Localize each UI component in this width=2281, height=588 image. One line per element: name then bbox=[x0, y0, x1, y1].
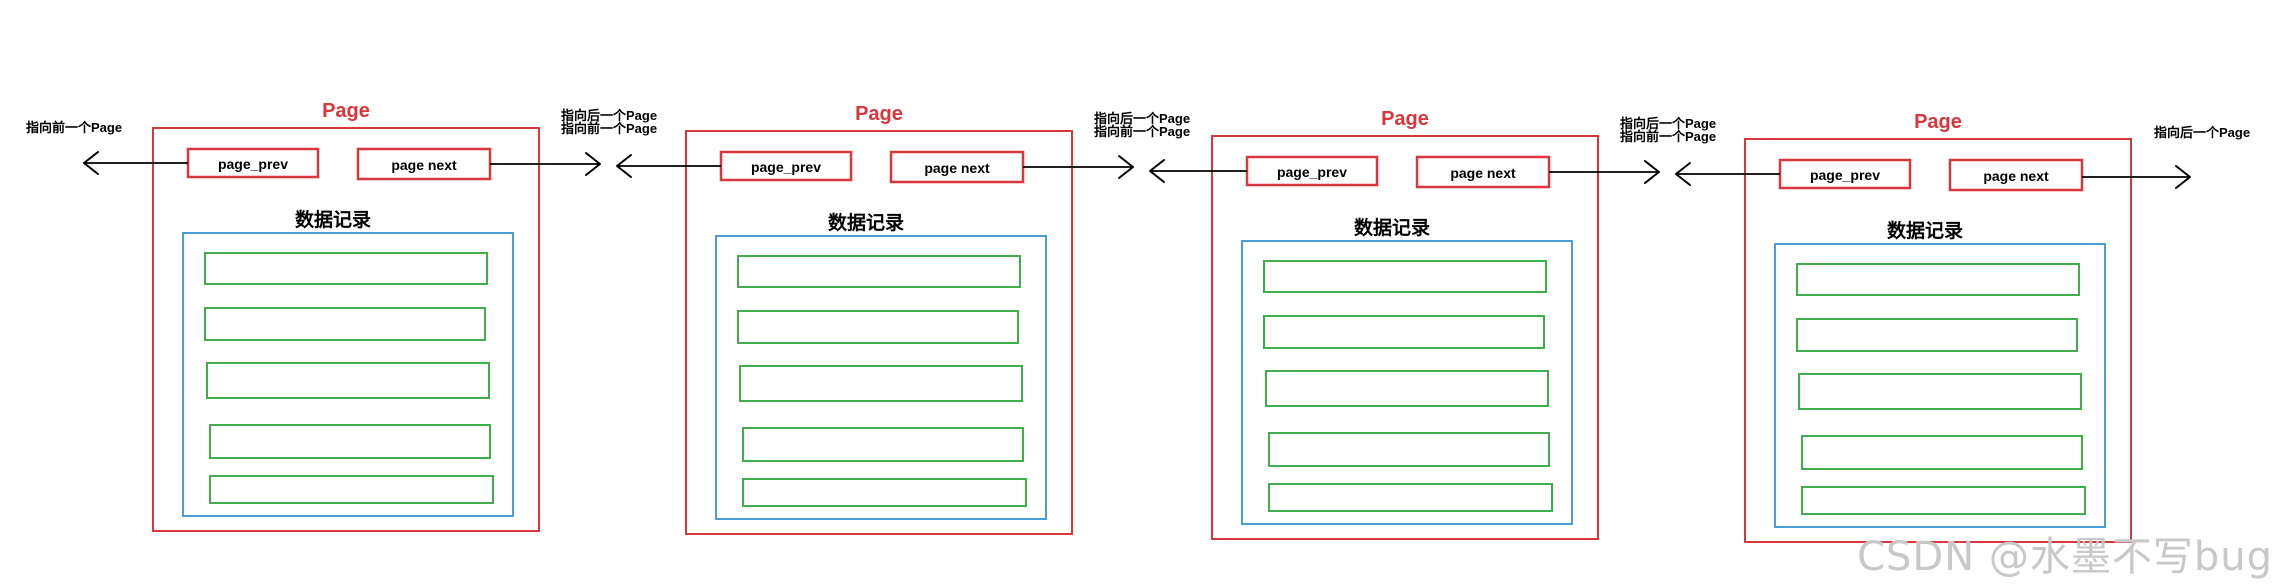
page-box bbox=[685, 130, 1073, 535]
arrow-left-head bbox=[1675, 162, 1691, 186]
arrow-left-head bbox=[83, 151, 99, 175]
page-next-label: page next bbox=[924, 160, 990, 176]
between-lower-label: 指向前一个Page bbox=[561, 121, 657, 136]
records-container bbox=[182, 232, 514, 517]
data-record-row bbox=[742, 478, 1027, 507]
page-box bbox=[152, 127, 540, 532]
data-record-row bbox=[1796, 318, 2078, 352]
data-record-row bbox=[1268, 483, 1553, 512]
arrow-left-head bbox=[1149, 159, 1165, 183]
data-record-row bbox=[1796, 263, 2080, 296]
page-next-label: page next bbox=[391, 157, 457, 173]
page-next-label: page next bbox=[1983, 168, 2049, 184]
arrow-right-head bbox=[1644, 160, 1660, 184]
page-prev-box bbox=[719, 150, 853, 182]
between-lower-label: 指向前一个Page bbox=[1620, 129, 1716, 144]
page-prev-label: page_prev bbox=[1810, 167, 1880, 183]
data-record-row bbox=[739, 365, 1023, 402]
page-title: Page bbox=[1381, 108, 1429, 130]
data-record-row bbox=[1265, 370, 1549, 407]
page-next-label: page next bbox=[1450, 165, 1516, 181]
data-record-row bbox=[209, 424, 491, 459]
data-record-row bbox=[204, 252, 488, 285]
page-prev-box bbox=[1778, 158, 1912, 190]
data-record-row bbox=[204, 307, 486, 341]
page-box bbox=[1744, 138, 2132, 543]
page-title: Page bbox=[855, 103, 903, 125]
data-record-row bbox=[1268, 432, 1550, 467]
left-edge-label: 指向前一个Page bbox=[26, 120, 122, 135]
arrow-right-head bbox=[585, 152, 601, 176]
data-record-row bbox=[1263, 260, 1547, 293]
data-record-row bbox=[206, 362, 490, 399]
page-box bbox=[1211, 135, 1599, 540]
page-next-box bbox=[1948, 158, 2084, 192]
right-edge-label: 指向后一个Page bbox=[2154, 125, 2250, 140]
page-title: Page bbox=[1914, 111, 1962, 133]
arrow-left-head bbox=[616, 154, 632, 178]
between-lower-label: 指向前一个Page bbox=[1094, 124, 1190, 139]
between-upper-label: 指向后一个Page bbox=[561, 108, 657, 123]
watermark-text: CSDN @水墨不写bug bbox=[1857, 534, 2273, 580]
data-record-row bbox=[1801, 486, 2086, 515]
arrow-right-head bbox=[1118, 155, 1134, 179]
records-container bbox=[1774, 243, 2106, 528]
page-next-box bbox=[356, 147, 492, 181]
records-label: 数据记录 bbox=[1354, 216, 1430, 239]
records-container bbox=[1241, 240, 1573, 525]
arrow-right-head bbox=[2175, 165, 2191, 189]
data-record-row bbox=[209, 475, 494, 504]
page-prev-label: page_prev bbox=[1277, 164, 1347, 180]
data-record-row bbox=[742, 427, 1024, 462]
between-upper-label: 指向后一个Page bbox=[1094, 111, 1190, 126]
page-prev-label: page_prev bbox=[751, 159, 821, 175]
records-label: 数据记录 bbox=[1887, 219, 1963, 242]
between-upper-label: 指向后一个Page bbox=[1620, 116, 1716, 131]
page-prev-label: page_prev bbox=[218, 156, 288, 172]
records-container bbox=[715, 235, 1047, 520]
data-record-row bbox=[737, 255, 1021, 288]
data-record-row bbox=[1798, 373, 2082, 410]
data-record-row bbox=[1801, 435, 2083, 470]
records-label: 数据记录 bbox=[295, 208, 371, 231]
page-prev-box bbox=[1245, 155, 1379, 187]
page-title: Page bbox=[322, 100, 370, 122]
data-record-row bbox=[1263, 315, 1545, 349]
records-label: 数据记录 bbox=[828, 211, 904, 234]
data-record-row bbox=[737, 310, 1019, 344]
